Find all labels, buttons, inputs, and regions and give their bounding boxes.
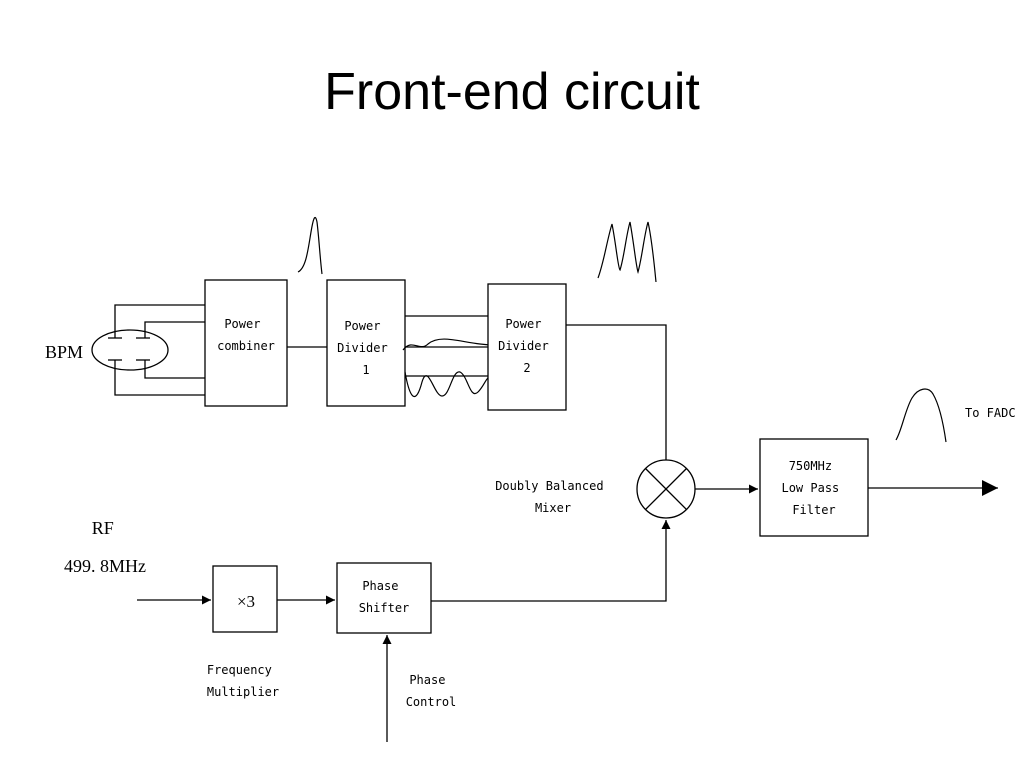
power-divider-1-label-line2: Divider	[337, 341, 388, 355]
lpf-label-line2: Low Pass	[781, 481, 839, 495]
rf-frequency-label: 499. 8MHz	[64, 556, 146, 576]
svg-text:Phase Control: Phase Control	[406, 673, 457, 709]
phase-shifter-label-line1: Phase	[362, 579, 398, 593]
power-divider-2-label-line3: 2	[523, 361, 530, 375]
wire-shifter-mixer	[431, 520, 671, 602]
power-divider-2-label-line2: Divider	[498, 339, 549, 353]
power-divider-2-label-line1: Power	[505, 317, 541, 331]
power-divider-1-block	[326, 279, 406, 407]
phase-shifter-block	[336, 562, 432, 634]
power-combiner-label-line1: Power	[224, 317, 260, 331]
lpf-label-line3: Filter	[792, 503, 835, 517]
power-combiner-label-line2: combiner	[217, 339, 275, 353]
svg-text:Power Divider 2: Power Divider 2	[498, 317, 556, 375]
lpf-label-line1: 750MHz	[789, 459, 832, 473]
phase-shifter-label-line2: Shifter	[359, 601, 410, 615]
rf-label: RF	[92, 518, 114, 538]
phase-control-label-line2: Control	[406, 695, 457, 709]
power-combiner-block	[204, 279, 288, 407]
oscillation-sketch	[404, 371, 491, 397]
svg-text:RF 499. 8MHz: RF 499. 8MHz	[64, 518, 146, 576]
frequency-multiplier-label-line2: Multiplier	[207, 685, 279, 699]
multiplier-symbol: ×3	[237, 592, 255, 611]
phase-control-label-line1: Phase	[409, 673, 445, 687]
svg-text:Doubly Balanced Mixer: Doubly Balanced Mixer	[495, 479, 611, 515]
bpm-wires	[114, 304, 205, 396]
svg-text:Power combiner: Power combiner	[217, 317, 275, 353]
frequency-multiplier-label-line1: Frequency	[207, 663, 272, 677]
to-fadc-label: To FADC	[965, 406, 1016, 420]
svg-text:Power Divider 1: Power Divider 1	[337, 319, 395, 377]
slide-title: Front-end circuit	[324, 63, 700, 121]
mixer-symbol	[636, 459, 696, 519]
svg-text:Frequency Multiplier: Frequency Multiplier	[207, 663, 279, 699]
single-pulse-sketch	[297, 217, 323, 275]
svg-text:750MHz Low Pass Filter: 750MHz Low Pass Filter	[781, 459, 846, 517]
bpm-label: BPM	[45, 342, 83, 362]
output-pulse-sketch	[895, 388, 947, 443]
svg-text:Phase Shifter: Phase Shifter	[359, 579, 410, 615]
power-divider-1-label-line3: 1	[362, 363, 369, 377]
delayed-signal-sketch	[402, 338, 501, 351]
mixer-label-line1: Doubly Balanced	[495, 479, 603, 493]
pulse-train-sketch	[597, 221, 657, 283]
mixer-label-line2: Mixer	[535, 501, 571, 515]
multiplier-block	[212, 565, 278, 633]
power-divider-2-block	[487, 283, 567, 411]
power-divider-1-label-line1: Power	[344, 319, 380, 333]
low-pass-filter-block	[759, 438, 869, 537]
wire-divider2-mixer	[566, 324, 671, 476]
bpm-symbol	[91, 329, 169, 371]
